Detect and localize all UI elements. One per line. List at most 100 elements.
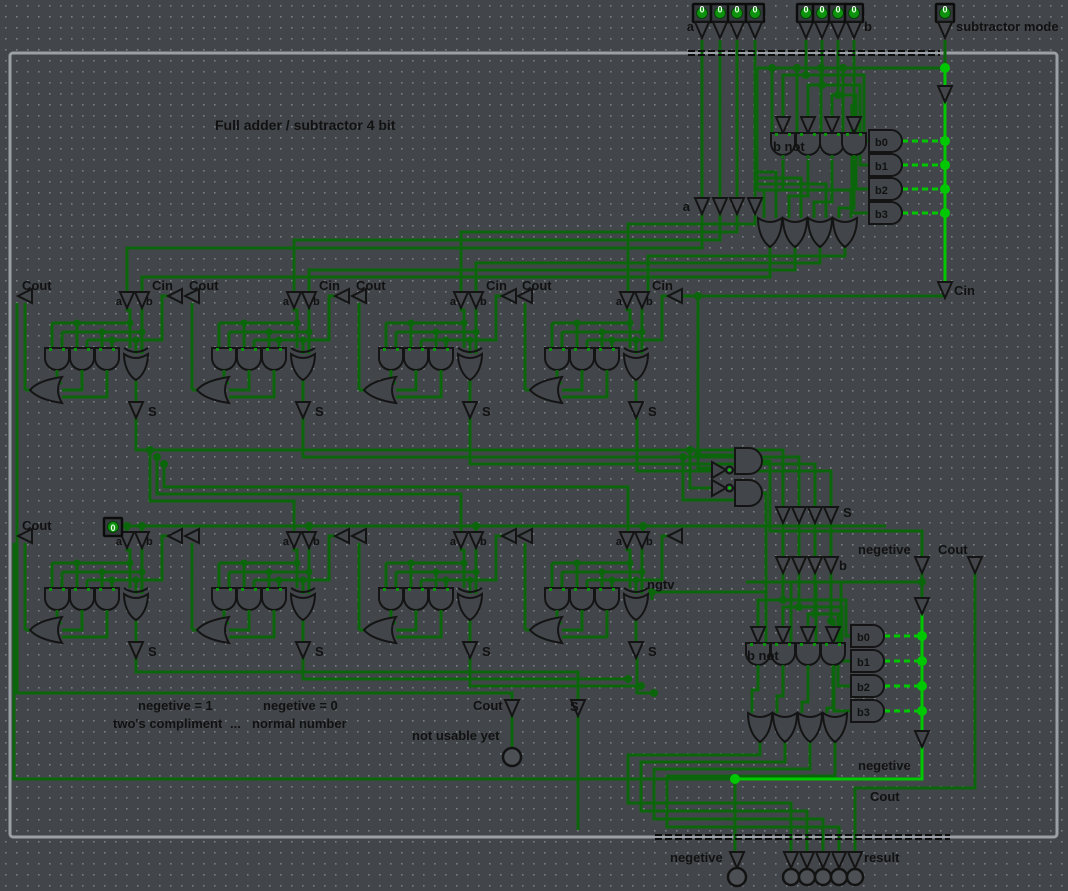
wire (750, 668, 760, 713)
carry-in-value-box[interactable]: 0 (102, 516, 124, 538)
negetive-led[interactable] (726, 866, 748, 888)
wire-junction-active (917, 631, 927, 641)
input-switch-a3[interactable]: 0 (744, 2, 766, 41)
circuit-frame (8, 51, 1059, 839)
wire-junction (679, 453, 687, 461)
switch-value: 0 (752, 5, 757, 15)
wire-junction-active (940, 208, 950, 218)
wire (853, 573, 977, 852)
result-led[interactable] (829, 867, 849, 887)
a-tunnel-label: a (683, 199, 691, 214)
switch-value: 0 (717, 5, 722, 15)
cell-a-label: a (616, 536, 623, 548)
cell-sum-label: S (648, 644, 657, 659)
input-switch-a1[interactable]: 0 (709, 2, 731, 41)
wires-layer (12, 40, 977, 852)
cin-label: Cin (954, 283, 975, 298)
b1-label: b1 (857, 657, 870, 669)
cell-a-label: a (283, 536, 290, 548)
cell-sum-label: S (148, 404, 157, 419)
note-dots: ... (230, 716, 241, 731)
wire-junction (793, 64, 801, 72)
cell-a-label: a (116, 296, 123, 308)
wire-junction (694, 451, 702, 459)
note-negetive-1: negetive = 1 (138, 698, 213, 713)
input-switch-a2[interactable]: 0 (726, 2, 748, 41)
wire-junction (779, 596, 787, 604)
cell-cin-label: Cin (319, 278, 340, 293)
input-a-label: a (687, 19, 695, 34)
wire (635, 657, 654, 695)
cell-cout-label: Cout (189, 278, 219, 293)
cell-sum-label: S (315, 404, 324, 419)
cell-cout-label: Cout (22, 278, 52, 293)
wire-junction (153, 453, 161, 461)
wire (787, 160, 810, 218)
wire-junction (850, 103, 858, 111)
input-switch-b1[interactable]: 0 (811, 2, 833, 41)
ngtv-label: ngtv (647, 577, 675, 592)
wire (696, 296, 712, 470)
input-switch-b2[interactable]: 0 (827, 2, 849, 41)
cell-cout-label: Cout (356, 278, 386, 293)
wire-junction (624, 675, 632, 683)
wire (292, 214, 722, 292)
wire-junction-active (730, 774, 740, 784)
wire (626, 214, 757, 292)
input-switch-b0[interactable]: 0 (795, 2, 817, 41)
sum-label: S (570, 699, 579, 714)
wire (837, 160, 856, 218)
cell-a-label: a (450, 536, 457, 548)
wire-junction (650, 689, 658, 697)
wire-junction (802, 71, 810, 79)
result-led[interactable] (845, 867, 865, 887)
cell-b-label: b (646, 536, 653, 548)
input-switch-a0[interactable]: 0 (691, 2, 713, 41)
wire (134, 417, 785, 507)
cout-led[interactable] (501, 746, 523, 768)
cell-b-label: b (146, 296, 153, 308)
wire-junction (818, 81, 826, 89)
wire (800, 668, 810, 713)
cell-b-label: b (313, 296, 320, 308)
b1-label: b1 (875, 161, 888, 173)
page-title: Full adder / subtractor 4 bit (215, 117, 396, 133)
sum-label: S (843, 505, 852, 520)
result-output-label: result (864, 850, 900, 865)
switch-value: 0 (803, 5, 808, 15)
input-switch-b3[interactable]: 0 (843, 2, 865, 41)
wire-junction-active (917, 706, 927, 716)
cell-sum-label: S (482, 644, 491, 659)
cell-sum-label: S (148, 644, 157, 659)
b-not-label: b not (747, 648, 779, 663)
wire-junction (834, 91, 842, 99)
wire (15, 303, 514, 700)
switch-value: 0 (819, 5, 824, 15)
wire-junction (160, 460, 168, 468)
result-led[interactable] (781, 867, 801, 887)
wire (155, 457, 463, 532)
b2-label: b2 (875, 185, 888, 197)
switch-value: 0 (699, 5, 704, 15)
input-switch-subtractor-mode[interactable]: 0 (934, 2, 956, 41)
cell-cout-label: Cout (522, 278, 552, 293)
subtractor-mode-label: subtractor mode (956, 19, 1059, 34)
result-led[interactable] (797, 867, 817, 887)
switch-value: 0 (942, 5, 947, 15)
wire-junction (472, 522, 480, 530)
wire (12, 543, 731, 781)
wire-junction (686, 446, 694, 454)
result-led[interactable] (813, 867, 833, 887)
wire (757, 182, 828, 218)
negetive-label: negetive (858, 758, 911, 773)
wire (825, 668, 835, 713)
b-label: b (839, 558, 847, 573)
wire-junction-active (917, 656, 927, 666)
switch-value: 0 (835, 5, 840, 15)
wire-junction-active (940, 184, 950, 194)
wire-junction (839, 64, 847, 72)
wire (162, 464, 630, 532)
b2-label: b2 (857, 682, 870, 694)
